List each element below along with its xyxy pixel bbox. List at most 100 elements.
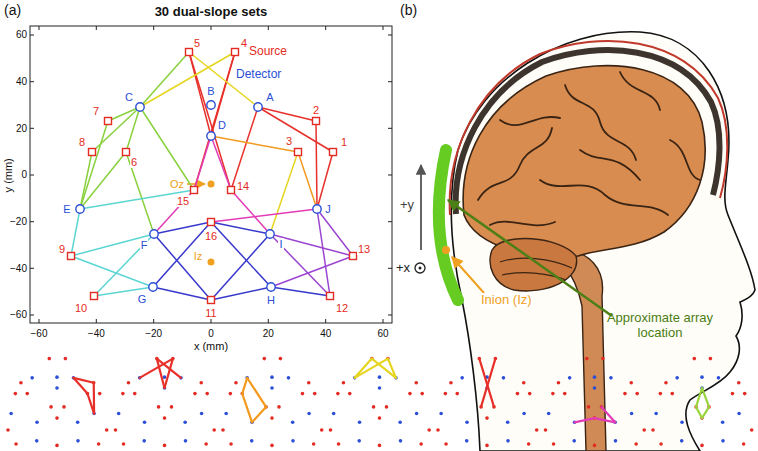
detector-marker (136, 103, 144, 111)
source-number: 13 (357, 243, 371, 256)
tick-mark (388, 128, 392, 129)
dual-slope-line (153, 287, 211, 300)
source-dot (587, 405, 591, 409)
source-marker (191, 187, 198, 194)
source-dot (743, 392, 747, 396)
tick-mark (39, 319, 40, 323)
dual-slope-line (258, 107, 333, 152)
source-dot (693, 357, 697, 361)
detector-dot (415, 412, 419, 416)
detector-dot (654, 412, 658, 416)
dual-slope-line (154, 234, 211, 300)
detector-marker (207, 132, 215, 140)
tick-mark (388, 81, 392, 82)
landmark-dot (208, 181, 215, 188)
detector-marker (76, 205, 84, 213)
detector-dot (332, 412, 336, 416)
source-dot (742, 442, 746, 446)
tick-mark (325, 319, 326, 323)
tick-mark (153, 26, 154, 30)
source-dot (49, 405, 53, 409)
dual-slope-line (94, 234, 154, 296)
dual-slope-line (258, 107, 316, 121)
detector-dot (55, 375, 59, 379)
tick-label: 0 (21, 169, 27, 181)
tick-mark (30, 35, 34, 36)
detector-dot (200, 412, 204, 416)
plot-frame (30, 26, 392, 323)
detector-dot (439, 412, 443, 416)
tick-mark (388, 175, 392, 176)
detector-dot (568, 376, 572, 380)
source-dot (585, 357, 589, 361)
tick-label: −20 (145, 328, 162, 340)
dual-slope-line (270, 152, 298, 234)
leader-line (448, 200, 612, 316)
source-dot (279, 357, 283, 361)
dual-slope-line (298, 152, 317, 209)
highlight-set (696, 388, 702, 407)
tick-mark (153, 319, 154, 323)
detector-dot (737, 412, 741, 416)
source-marker (208, 219, 215, 226)
dual-slope-line (80, 152, 126, 209)
detector-dot (163, 375, 167, 379)
source-dot (62, 405, 66, 409)
axis-arrow (420, 165, 422, 250)
source-number: 15 (176, 195, 190, 208)
source-marker (232, 49, 239, 56)
source-dot (436, 428, 440, 432)
detector-dot (35, 421, 39, 425)
source-dot (212, 428, 216, 432)
detector-letter: H (266, 294, 276, 307)
detector-dot (506, 439, 510, 443)
source-dot (55, 444, 59, 448)
detector-letter: A (265, 91, 274, 104)
tick-mark (325, 26, 326, 30)
source-dot (700, 444, 704, 448)
source-dot (664, 381, 668, 385)
source-dot (593, 444, 597, 448)
detector-letter: C (124, 91, 134, 104)
dual-slope-line (271, 287, 330, 296)
source-marker (313, 118, 320, 125)
detector-marker (313, 205, 321, 213)
source-dot (642, 428, 646, 432)
dual-slope-line (317, 209, 330, 296)
source-dot (557, 381, 561, 385)
source-dot (204, 442, 208, 446)
source-dot (270, 444, 274, 448)
source-dot (122, 442, 126, 446)
tick-mark (39, 26, 40, 30)
dual-slope-line (316, 121, 317, 209)
brain-fold (500, 117, 560, 125)
tick-label: 60 (377, 328, 388, 340)
dual-slope-line (71, 234, 154, 256)
source-dot (516, 392, 520, 396)
highlight-set (252, 407, 266, 422)
detector-dot (700, 375, 704, 379)
source-dot (670, 392, 674, 396)
detector-dot (680, 439, 684, 443)
source-number: 14 (236, 180, 250, 193)
source-dot (485, 416, 489, 420)
source-marker (186, 49, 193, 56)
tick-mark (30, 175, 34, 176)
detector-letter: I (278, 238, 283, 251)
source-dot (301, 392, 305, 396)
dual-slope-line (270, 234, 353, 256)
detector-dot (357, 439, 361, 443)
dual-slope-line (271, 256, 353, 287)
detector-letter: F (140, 239, 149, 252)
source-dot (455, 392, 459, 396)
detector-dot (460, 376, 464, 380)
source-marker (228, 187, 235, 194)
source-number: 4 (240, 37, 248, 50)
source-number: 11 (204, 307, 217, 320)
legend-label: Detector (236, 68, 281, 82)
source-dot (336, 392, 340, 396)
detector-dot (593, 375, 597, 379)
detector-letter: B (206, 85, 215, 98)
tick-label: 20 (263, 328, 274, 340)
